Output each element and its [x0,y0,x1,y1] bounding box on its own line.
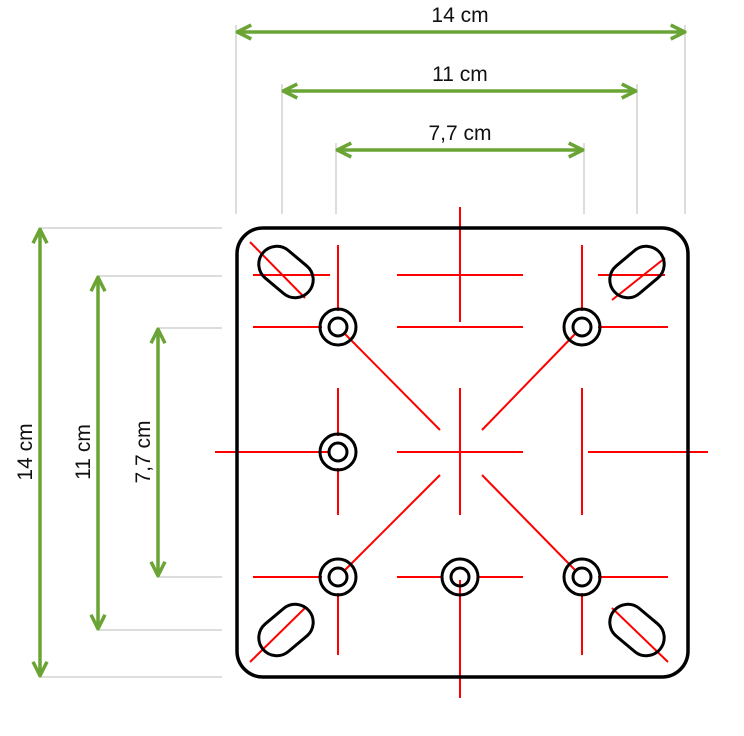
slot-top-left [257,244,315,300]
slots [257,244,666,658]
holes [318,307,602,597]
slot-top-right [608,244,666,300]
hole-middle-left [318,432,358,472]
dim-label-v-11: 11 cm [72,424,95,480]
dim-label-v-14: 14 cm [14,423,37,480]
centerlines [215,207,708,698]
dimension-arrows [40,32,683,674]
dim-label-h-14: 14 cm [431,4,488,27]
hole-bottom-center [440,557,480,597]
hole-bottom-right [562,557,602,597]
slot-bottom-left [257,602,315,658]
plate-outline [235,226,690,679]
hole-top-left [318,307,358,347]
dim-label-v-77: 7,7 cm [132,420,155,483]
hole-top-right [562,307,602,347]
slot-bottom-right [608,602,666,658]
hole-bottom-left [318,557,358,597]
dim-label-h-77: 7,7 cm [428,122,491,145]
dim-label-h-11: 11 cm [432,63,488,86]
